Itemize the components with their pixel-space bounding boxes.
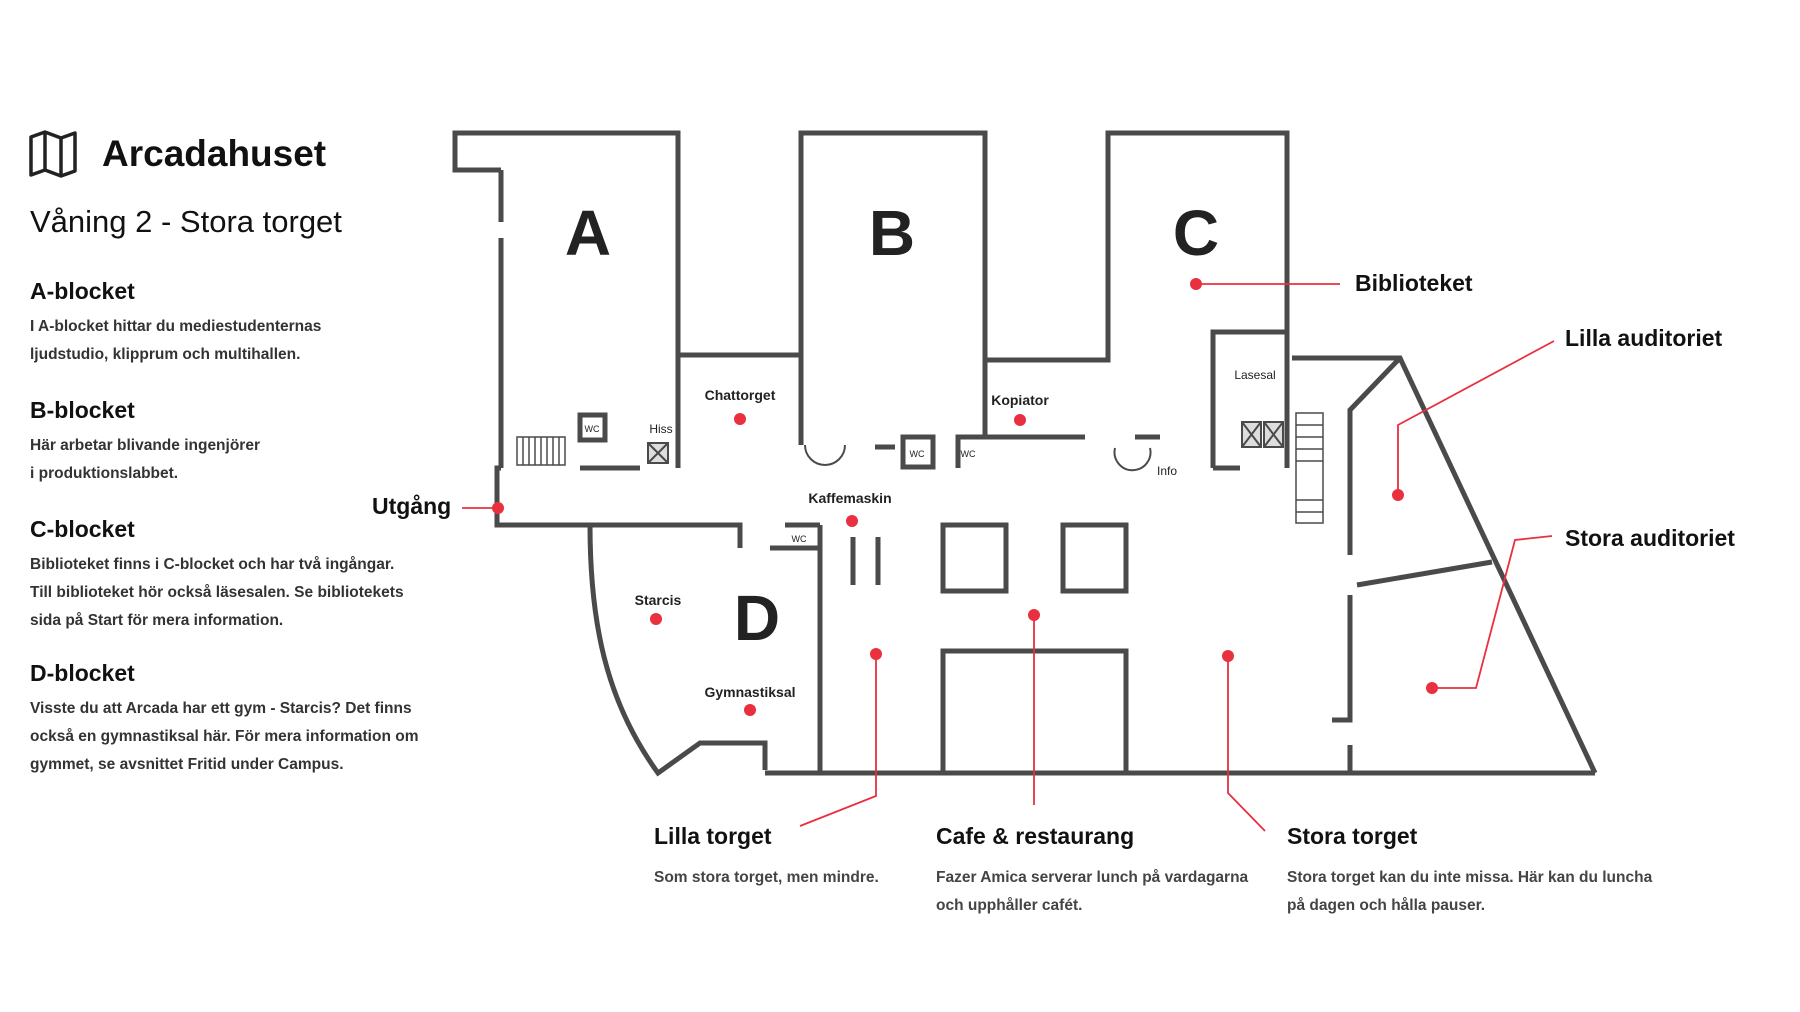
block-b-section: B-blocket Här arbetar blivande ingenjöre… (30, 397, 430, 488)
marker-dot[interactable] (846, 515, 858, 527)
label-lilla-auditoriet: Lilla auditoriet (1565, 325, 1723, 351)
sidebar: Arcadahuset Våning 2 - Stora torget A-bl… (0, 0, 430, 1012)
label-utgang: Utgång (372, 493, 451, 519)
marker-dot[interactable] (650, 613, 662, 625)
block-c-letter: C (1173, 197, 1219, 269)
block-b-heading: B-blocket (30, 397, 135, 423)
label-stora-auditoriet: Stora auditoriet (1565, 525, 1735, 551)
callout-cafe-restaurang: Cafe & restaurang Fazer Amica serverar l… (936, 823, 1248, 920)
room-label-wc: WC (910, 449, 925, 459)
block-d-letter: D (734, 582, 780, 654)
marker-dot[interactable] (734, 413, 746, 425)
room-label-hiss: Hiss (649, 422, 672, 436)
block-a-letter: A (565, 197, 611, 269)
block-c-heading: C-blocket (30, 516, 135, 542)
map-icon (29, 130, 77, 178)
block-c-text: Biblioteket finns i C-blocket och har tv… (30, 556, 404, 629)
elevator-icon (647, 421, 1284, 464)
floor-plan-walls (452, 130, 1598, 777)
room-label-starcis: Starcis (635, 592, 682, 608)
callout-title: Lilla torget (654, 823, 772, 849)
block-c-section: C-blocket Biblioteket finns i C-blocket … (30, 516, 430, 635)
callout-stora-torget: Stora torget Stora torget kan du inte mi… (1287, 823, 1652, 920)
marker-lines (462, 283, 1555, 832)
callout-title: Stora torget (1287, 823, 1418, 849)
room-label-kaffemaskin: Kaffemaskin (808, 490, 891, 506)
room-label-info: Info (1157, 464, 1177, 478)
room-label-gymnastiksal: Gymnastiksal (704, 684, 795, 700)
location-markers (492, 278, 1438, 716)
block-a-heading: A-blocket (30, 278, 135, 304)
callout-lilla-torget: Lilla torget Som stora torget, men mindr… (654, 823, 879, 892)
stairs-icon (516, 412, 1324, 524)
room-label-chattorget: Chattorget (705, 387, 776, 403)
label-biblioteket: Biblioteket (1355, 270, 1473, 296)
block-a-section: A-blocket I A-blocket hittar du mediestu… (30, 278, 430, 369)
callout-text: Stora torget kan du inte missa. Här kan … (1287, 869, 1653, 914)
callout-title: Cafe & restaurang (936, 823, 1135, 849)
callout-text: Som stora torget, men mindre. (654, 869, 879, 886)
marker-dot[interactable] (870, 648, 882, 660)
room-label-wc: WC (792, 534, 807, 544)
room-label-lasesal: Lasesal (1234, 368, 1275, 382)
callout-text: Fazer Amica serverar lunch på vardagarna… (936, 869, 1249, 914)
block-d-heading: D-blocket (30, 660, 135, 686)
marker-dot[interactable] (744, 704, 756, 716)
floor-subtitle: Våning 2 - Stora torget (30, 204, 342, 239)
marker-dot[interactable] (1028, 609, 1040, 621)
marker-dot[interactable] (1014, 414, 1026, 426)
room-label-wc: WC (961, 449, 976, 459)
block-a-text: I A-blocket hittar du mediestudenternas … (30, 318, 322, 363)
marker-dot[interactable] (1190, 278, 1202, 290)
marker-dot[interactable] (1392, 489, 1404, 501)
room-label-wc: WC (585, 424, 600, 434)
block-b-letter: B (869, 197, 915, 269)
marker-dot[interactable] (1426, 682, 1438, 694)
block-b-text: Här arbetar blivande ingenjörer i produk… (30, 437, 260, 482)
marker-dot[interactable] (1222, 650, 1234, 662)
page-title: Arcadahuset (102, 133, 327, 174)
room-label-kopiator: Kopiator (991, 392, 1049, 408)
marker-dot[interactable] (492, 502, 504, 514)
block-d-section: D-blocket Visste du att Arcada har ett g… (30, 660, 430, 779)
block-d-text: Visste du att Arcada har ett gym - Starc… (30, 700, 419, 773)
spiral-stairs-icon (804, 444, 1152, 472)
